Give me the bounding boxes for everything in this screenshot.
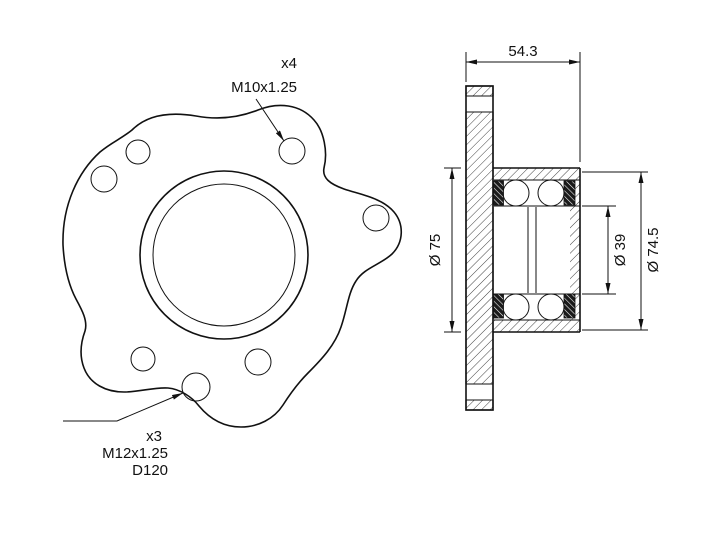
hub-pilot-circle-outer [139,170,309,340]
bearing-outer-ring-section [493,168,580,332]
seal-section [493,180,504,206]
m12-leader-arrow [63,392,184,422]
bolt-hole [130,346,156,372]
dim-bearing-od: Ø 75 [427,167,461,333]
m10-count-label: x4 [281,55,297,72]
bolt-hole [125,139,151,165]
dim-width: 54.3 [465,43,581,162]
m12-callout: x3 M12x1.25 D120 [63,392,184,479]
hub-pilot-circle-inner [152,183,296,327]
dim-bore: Ø 39 [582,205,629,295]
flange-bolt-hole-section-top [464,95,495,113]
m10-thread-label: M10x1.25 [231,79,297,96]
m12-count-label: x3 [146,428,162,445]
flange-plate-section [465,85,494,411]
seal-section [563,180,576,206]
bolt-hole-m12 [181,372,211,402]
m12-bolt-circle-label: D120 [132,462,168,479]
bearing-ball [502,179,530,207]
bolt-hole-m10 [278,137,306,165]
dim-pilot-label: Ø 74.5 [645,227,662,272]
section-view: 54.3 Ø 75 Ø 39 Ø 74.5 [427,43,662,411]
seal-section [493,293,504,319]
bearing-ball [502,293,530,321]
seal-section [563,293,576,319]
hub-barrel-outline [493,167,581,333]
flange-plate-border [465,85,494,411]
dim-bearing-od-label: Ø 75 [427,234,444,267]
flange-outline [62,104,403,428]
bearing-seals [493,180,576,319]
flange-bolt-hole-section-bottom [464,383,495,401]
front-view: x4 M10x1.25 x3 M12x1.25 D120 [62,55,403,479]
dim-pilot: Ø 74.5 [582,171,662,331]
bearing-balls [502,179,565,321]
dim-width-label: 54.3 [508,43,537,60]
bolt-hole [362,204,390,232]
m10-leader-arrow [255,98,285,142]
bearing-ball [537,293,565,321]
bolt-hole [244,348,272,376]
bearing-ball [537,179,565,207]
dim-bore-label: Ø 39 [612,234,629,267]
bolt-hole [90,165,118,193]
m10-callout: x4 M10x1.25 [231,55,297,142]
bearing-race-lines [494,179,580,321]
m12-thread-label: M12x1.25 [102,445,168,462]
